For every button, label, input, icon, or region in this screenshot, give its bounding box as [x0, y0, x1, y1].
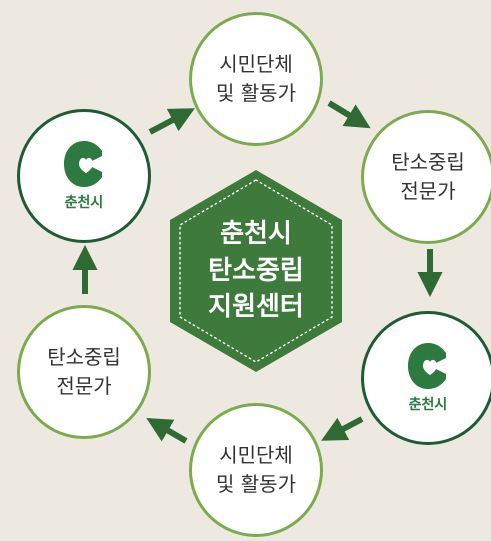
node-civic-groups-top-line2: 및 활동가 [216, 81, 296, 105]
arrow-top-to-right [327, 100, 371, 129]
node-civic-groups-bottom: 시민단체 및 활동가 [189, 403, 323, 537]
hub-hexagon-shape [170, 170, 342, 372]
node-chuncheon-top-left: 춘천시 [17, 109, 151, 243]
chuncheon-heart-logo-icon [64, 140, 102, 187]
node-carbon-experts-right: 탄소중립 전문가 [361, 110, 491, 244]
node-carbon-experts-right-line2: 전문가 [400, 179, 456, 203]
node-chuncheon-bottom-right: 춘천시 [361, 311, 491, 445]
node-civic-groups-top: 시민단체 및 활동가 [189, 12, 323, 146]
arrow-bottom-to-left [146, 417, 188, 444]
node-chuncheon-top-left-caption: 춘천시 [64, 194, 104, 211]
arrow-topleft-to-top [148, 108, 195, 135]
node-carbon-experts-left: 탄소중립 전문가 [17, 305, 151, 439]
node-civic-groups-top-line1: 시민단체 [219, 52, 293, 76]
node-chuncheon-bottom-right-caption: 춘천시 [408, 396, 448, 413]
hub-title-line2: 탄소중립 [208, 255, 304, 286]
node-civic-groups-bottom-line2: 및 활동가 [216, 472, 296, 496]
node-civic-groups-bottom-line1: 시민단체 [219, 443, 293, 467]
hub-title-line3: 지원센터 [208, 292, 304, 323]
arrow-bottomright-to-bottom [321, 416, 364, 441]
chuncheon-heart-logo-icon [408, 342, 446, 389]
node-carbon-experts-left-line1: 탄소중립 [47, 345, 121, 369]
hub-hexagon: 춘천시 탄소중립 지원센터 [168, 168, 344, 374]
node-carbon-experts-right-line1: 탄소중립 [391, 150, 465, 174]
hub-title: 춘천시 탄소중립 지원센터 [168, 168, 344, 374]
hub-title-line1: 춘천시 [220, 218, 292, 249]
node-carbon-experts-left-line2: 전문가 [56, 374, 112, 398]
